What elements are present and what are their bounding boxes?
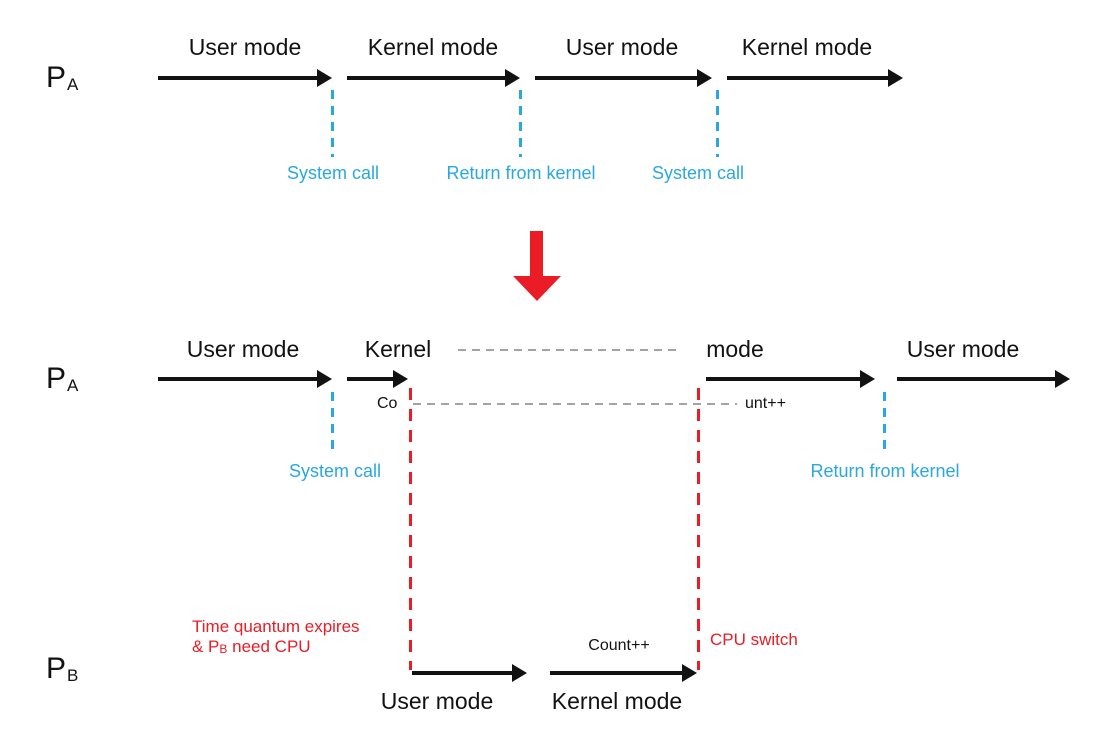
timeline-arrow-icon: [727, 69, 903, 87]
event-label-system-call: System call: [288, 461, 382, 481]
quantum-expires-line2: & PB need CPU: [192, 637, 311, 656]
timeline-arrow-icon: [347, 69, 520, 87]
process-subscript: A: [67, 75, 79, 94]
segment-label-kernel: Kernel: [364, 336, 432, 362]
timeline-arrow-icon: [706, 370, 875, 388]
process-label-pb: PB: [46, 652, 79, 685]
transform-arrow-head: [513, 276, 561, 301]
system-call-dash: [331, 90, 334, 157]
process-letter: P: [46, 362, 67, 395]
count-split-left-label: Co: [377, 395, 398, 412]
process-label-pa-bottom: PA: [46, 362, 79, 395]
timeline-arrow-icon: [412, 664, 527, 682]
segment-label-mode: mode: [706, 336, 764, 362]
timeline-arrow-icon: [158, 370, 332, 388]
segment-label-kernel-mode: Kernel mode: [551, 688, 683, 714]
count-gap-dash: [413, 403, 737, 405]
event-label-return-from-kernel: Return from kernel: [446, 163, 596, 183]
process-subscript: B: [67, 666, 79, 685]
system-call-dash: [331, 392, 334, 456]
process-subscript: B: [219, 642, 228, 656]
count-label: Count++: [588, 637, 650, 654]
context-switch-dash-right: [697, 388, 700, 670]
segment-label-user-mode: User mode: [565, 34, 679, 60]
event-label-return-from-kernel: Return from kernel: [810, 461, 960, 481]
process-letter: P: [46, 652, 67, 685]
transform-arrow-shaft: [530, 231, 543, 277]
process-label-pa-top: PA: [46, 61, 79, 94]
quantum-expires-line1: Time quantum expires: [192, 617, 360, 636]
process-letter: P: [46, 61, 67, 94]
return-from-kernel-dash: [519, 90, 522, 157]
cpu-switch-note: CPU switch: [710, 630, 798, 649]
timeline-arrow-icon: [550, 664, 697, 682]
return-from-kernel-dash: [883, 392, 886, 456]
event-label-system-call: System call: [286, 163, 380, 183]
system-call-dash: [716, 90, 719, 157]
kernel-mode-gap-dash: [458, 349, 678, 351]
segment-label-user-mode: User mode: [188, 34, 302, 60]
segment-label-user-mode: User mode: [906, 336, 1020, 362]
event-label-system-call: System call: [651, 163, 745, 183]
timeline-arrow-icon: [158, 69, 332, 87]
context-switch-dash-left: [409, 388, 412, 670]
timeline-arrow-icon: [347, 370, 408, 388]
segment-label-kernel-mode: Kernel mode: [741, 34, 873, 60]
segment-label-user-mode: User mode: [186, 336, 300, 362]
timeline-arrow-icon: [897, 370, 1070, 388]
process-subscript: A: [67, 376, 79, 395]
segment-label-kernel-mode: Kernel mode: [367, 34, 499, 60]
timeline-arrow-icon: [535, 69, 712, 87]
quantum-expires-note: Time quantum expires & PB need CPU: [192, 617, 360, 658]
segment-label-user-mode: User mode: [380, 688, 494, 714]
count-split-right-label: unt++: [745, 395, 786, 412]
